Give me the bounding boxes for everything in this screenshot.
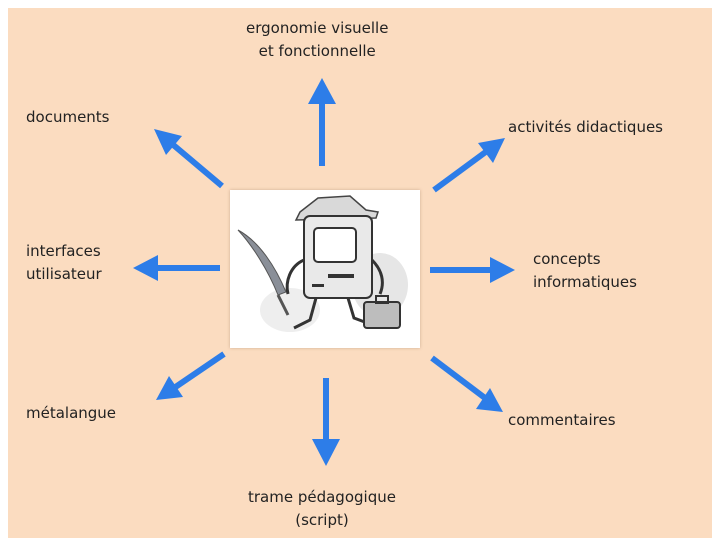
node-interfaces-line2: utilisateur: [26, 265, 102, 283]
arrow-up-left: [154, 129, 224, 189]
node-metalangue-line1: métalangue: [26, 404, 117, 422]
node-documents: documents: [26, 106, 110, 129]
node-concepts-line1: concepts: [533, 250, 601, 268]
node-commentaires: commentaires: [508, 409, 616, 432]
arrow-down-left: [156, 351, 226, 400]
arrow-up-right: [432, 138, 505, 193]
arrow-down: [312, 378, 340, 466]
node-concepts: concepts informatiques: [533, 248, 637, 294]
arrow-right: [430, 257, 515, 283]
node-trame-line1: trame pédagogique: [248, 488, 396, 506]
node-metalangue: métalangue: [26, 402, 116, 425]
node-ergonomie-line1: ergonomie visuelle: [246, 19, 389, 37]
computer-mascot-image: [230, 190, 420, 348]
node-trame-line2: (script): [295, 511, 349, 529]
node-documents-line1: documents: [26, 108, 110, 126]
node-commentaires-line1: commentaires: [508, 411, 616, 429]
node-interfaces-line1: interfaces: [26, 242, 101, 260]
node-interfaces: interfaces utilisateur: [26, 240, 102, 286]
diagram-canvas: ergonomie visuelle et fonctionnelle docu…: [8, 8, 712, 538]
node-activites-line1: activités didactiques: [508, 118, 663, 136]
node-ergonomie-line2: et fonctionnelle: [258, 42, 376, 60]
node-trame: trame pédagogique (script): [248, 486, 396, 532]
node-ergonomie: ergonomie visuelle et fonctionnelle: [246, 17, 388, 63]
node-activites: activités didactiques: [508, 116, 663, 139]
node-concepts-line2: informatiques: [533, 273, 637, 291]
arrow-down-right: [430, 355, 503, 412]
arrow-left: [133, 255, 220, 281]
arrow-up: [308, 78, 336, 166]
computer-mascot-icon: [237, 195, 408, 332]
arrows-layer: [133, 78, 515, 466]
